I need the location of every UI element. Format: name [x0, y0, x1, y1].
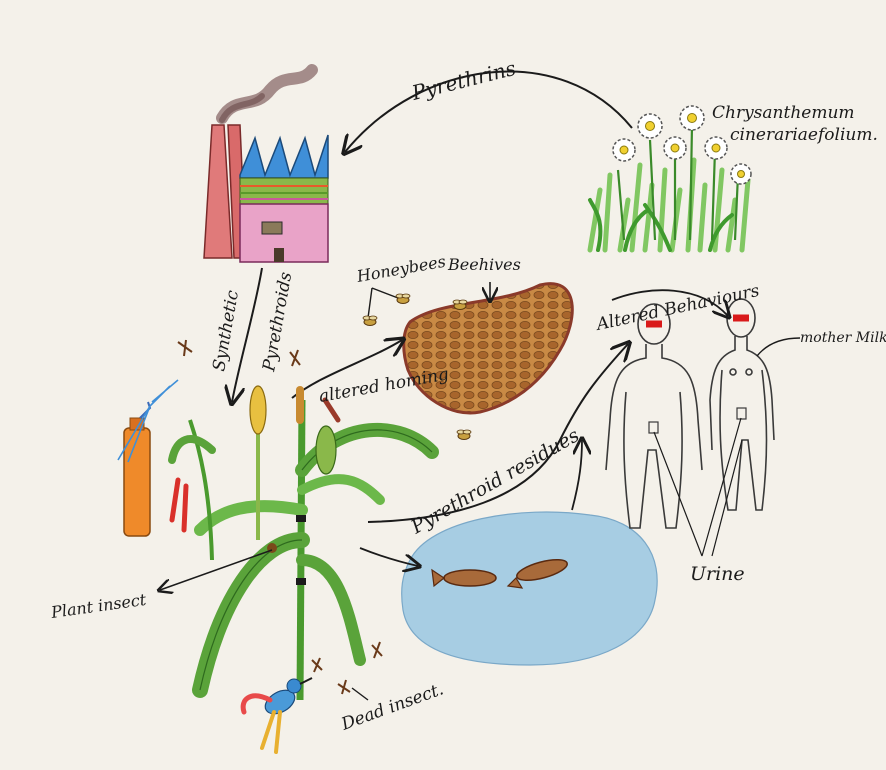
flower-2 — [638, 114, 662, 138]
label-plant-name-1: Chrysanthemum — [712, 103, 855, 123]
flower-3 — [664, 137, 686, 159]
flower-6 — [731, 164, 751, 184]
factory-window — [262, 222, 282, 234]
factory-door — [274, 248, 284, 262]
flower-1 — [613, 139, 635, 161]
pond — [402, 512, 657, 665]
flower-4 — [680, 106, 704, 130]
label-urine: Urine — [690, 563, 745, 585]
label-beehives: Beehives — [447, 255, 521, 274]
bee-4 — [457, 430, 471, 440]
bee-3 — [453, 300, 467, 310]
bee-1 — [363, 316, 377, 326]
label-plant-name-2: cinerariaefolium. — [730, 125, 878, 145]
label-mother-milk: mother Milk — [800, 330, 886, 346]
flower-5 — [705, 137, 727, 159]
bee-2 — [396, 294, 410, 304]
